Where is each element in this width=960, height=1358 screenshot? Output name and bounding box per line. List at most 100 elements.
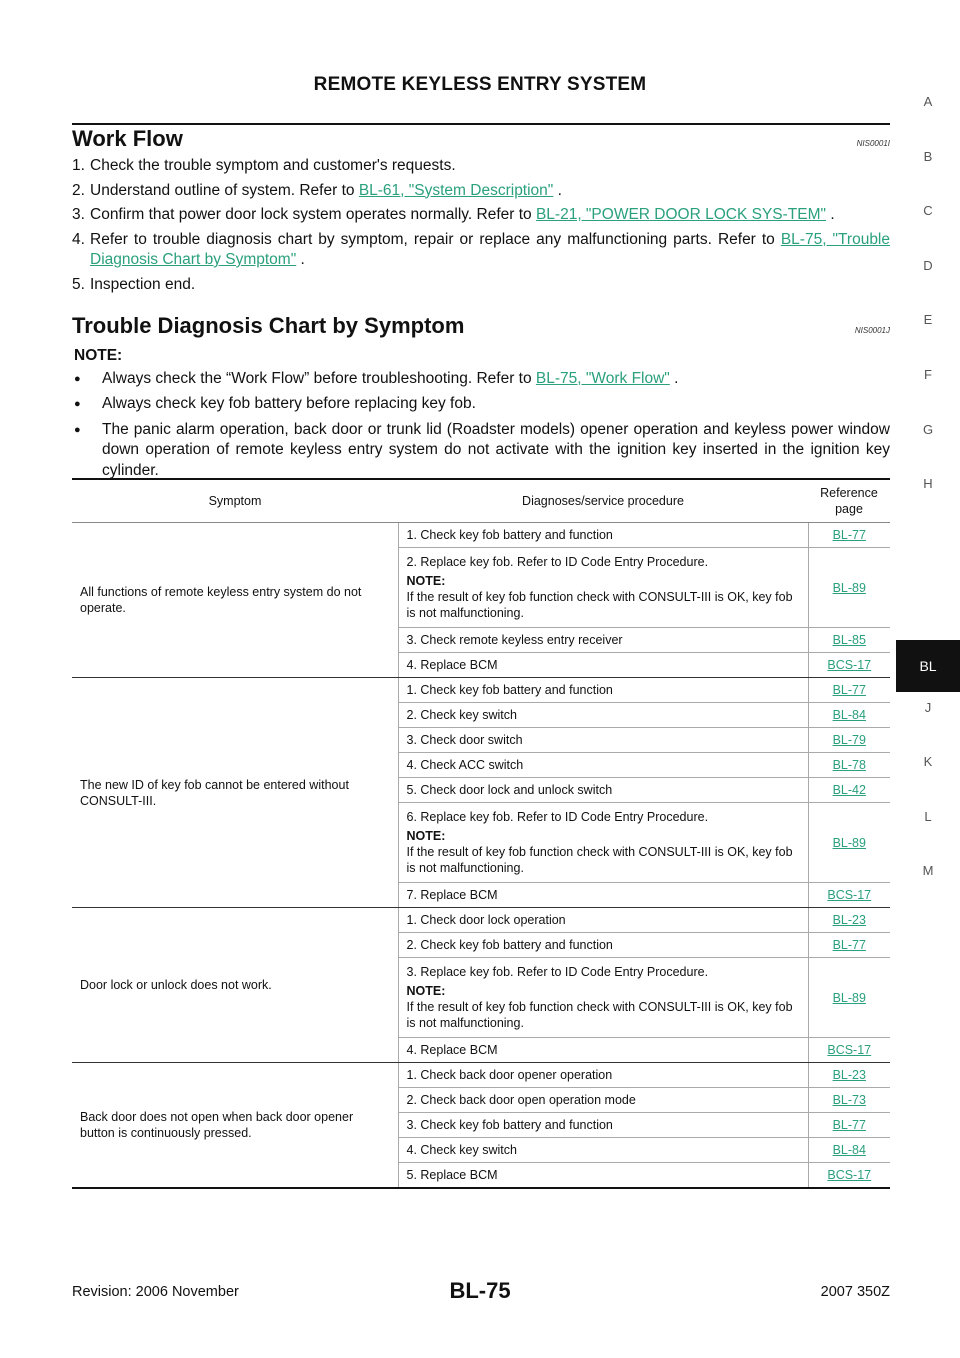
reference-link[interactable]: BL-85	[832, 633, 866, 647]
work-flow-step: 5.Inspection end.	[72, 275, 890, 296]
step-text: Inspection end.	[90, 275, 890, 296]
work-flow-header: Work Flow NIS0001I	[72, 126, 890, 152]
procedure-cell: 1. Check door lock operation	[398, 907, 809, 933]
table-row: All functions of remote keyless entry sy…	[72, 522, 890, 678]
work-flow-heading: Work Flow	[72, 126, 183, 151]
step-text-pre: Refer to trouble diagnosis chart by symp…	[90, 230, 781, 248]
procedure-text: 4. Replace BCM	[406, 658, 498, 672]
header-reference: Reference page	[808, 479, 890, 523]
reference-link[interactable]: BCS-17	[827, 658, 872, 672]
table-row: 4. Replace BCM BCS-17	[72, 652, 890, 678]
work-flow-step: 3.Confirm that power door lock system op…	[72, 205, 890, 226]
reference-link[interactable]: BL-89	[832, 990, 866, 1005]
side-tab-k[interactable]: K	[923, 754, 933, 769]
side-tab-j[interactable]: J	[924, 700, 932, 715]
reference-cell: BL-23	[808, 1062, 890, 1088]
procedure-text: 4. Replace BCM	[406, 1043, 498, 1057]
procedure-text: 6. Replace key fob. Refer to ID Code Ent…	[406, 810, 709, 824]
side-tab-bl[interactable]: BL	[896, 640, 960, 692]
procedure-cell: 2. Replace key fob. Refer to ID Code Ent…	[398, 547, 809, 628]
procedure-text: 2. Replace key fob. Refer to ID Code Ent…	[406, 555, 709, 569]
reference-cell: BL-77	[808, 522, 890, 548]
side-tab-f[interactable]: F	[924, 367, 932, 382]
bullet-text: The panic alarm operation, back door or …	[102, 420, 890, 482]
bullet-text: Always check key fob battery before repl…	[102, 394, 890, 415]
side-tab-c[interactable]: C	[923, 203, 933, 218]
reference-link[interactable]: BL-89	[832, 835, 866, 850]
procedure-cell: 3. Replace key fob. Refer to ID Code Ent…	[398, 957, 809, 1038]
table-row: 4. Replace BCM BCS-17	[72, 1037, 890, 1063]
reference-link[interactable]: BCS-17	[827, 1043, 872, 1057]
step-text: Confirm that power door lock system oper…	[90, 205, 890, 226]
procedure-cell: 4. Replace BCM	[398, 1037, 809, 1063]
reference-link[interactable]: BL-77	[832, 683, 866, 697]
reference-link[interactable]: BL-23	[832, 1068, 866, 1082]
bullet-reference-link[interactable]: BL-75, "Work Flow"	[535, 369, 670, 387]
side-tab-b[interactable]: B	[923, 149, 933, 164]
step-reference-link[interactable]: BL-21, "POWER DOOR LOCK SYS-TEM"	[535, 206, 827, 223]
table-row: 4. Check ACC switch BL-78	[72, 752, 890, 778]
procedure-text: 3. Replace key fob. Refer to ID Code Ent…	[406, 965, 709, 979]
reference-cell: BL-42	[808, 777, 890, 803]
step-text-pre: Confirm that power door lock system oper…	[90, 206, 536, 223]
step-text-pre: Understand outline of system. Refer to	[90, 181, 359, 199]
reference-link[interactable]: BL-77	[832, 938, 866, 952]
work-flow-step: 2.Understand outline of system. Refer to…	[72, 181, 890, 202]
side-tab-h[interactable]: H	[923, 476, 933, 491]
table-row: 2. Replace key fob. Refer to ID Code Ent…	[72, 547, 890, 628]
reference-link[interactable]: BL-42	[832, 783, 866, 797]
side-tab-g[interactable]: G	[922, 422, 934, 437]
step-text-post: .	[553, 181, 562, 199]
procedure-cell: 4. Check ACC switch	[398, 752, 809, 778]
reference-link[interactable]: BL-77	[832, 1118, 866, 1132]
step-reference-link[interactable]: BL-75, "Trouble Diagnosis Chart by Sympt…	[90, 230, 890, 269]
side-tab-e[interactable]: E	[923, 312, 933, 327]
note-bullets: ● Always check the “Work Flow” before tro…	[72, 369, 890, 482]
step-text-post: .	[296, 251, 305, 268]
reference-cell: BL-85	[808, 627, 890, 653]
procedure-text: 3. Check door switch	[406, 733, 523, 747]
note-bullet: ●Always check the “Work Flow” before tro…	[72, 369, 890, 390]
procedure-note-text: If the result of key fob function check …	[406, 1000, 793, 1030]
side-tab-a[interactable]: A	[923, 94, 933, 109]
procedure-cell: 5. Replace BCM	[398, 1162, 809, 1189]
procedure-note-label: NOTE:	[406, 829, 446, 843]
reference-link[interactable]: BL-84	[832, 1143, 866, 1157]
header-procedure: Diagnoses/service procedure	[398, 479, 808, 523]
procedure-text: 2. Check key switch	[406, 708, 517, 722]
procedure-text: 1. Check back door opener operation	[406, 1068, 613, 1082]
table-row: Door lock or unlock does not work.1. Che…	[72, 907, 890, 1063]
table-row: The new ID of key fob cannot be entered …	[72, 677, 890, 908]
bullet-icon: ●	[74, 398, 81, 410]
page-header-title: REMOTE KEYLESS ENTRY SYSTEM	[313, 74, 647, 95]
reference-link[interactable]: BL-77	[832, 528, 866, 542]
side-tab-d[interactable]: D	[923, 258, 933, 273]
procedure-cell: 1. Check key fob battery and function	[398, 677, 809, 703]
reference-link[interactable]: BCS-17	[827, 888, 872, 902]
step-number: 4.	[72, 230, 85, 248]
symptom-cell: Door lock or unlock does not work.	[72, 907, 399, 1063]
reference-link[interactable]: BL-89	[832, 580, 866, 595]
side-tab-l[interactable]: L	[924, 809, 932, 824]
reference-link[interactable]: BL-78	[832, 758, 866, 772]
reference-link[interactable]: BL-79	[832, 733, 866, 747]
reference-link[interactable]: BCS-17	[827, 1168, 872, 1182]
step-reference-link[interactable]: BL-61, "System Description"	[358, 181, 554, 199]
reference-link[interactable]: BL-84	[832, 708, 866, 722]
chart-section-heading: Trouble Diagnosis Chart by Symptom	[72, 313, 465, 338]
procedure-text: 1. Check key fob battery and function	[406, 528, 613, 542]
note-bullet: ●The panic alarm operation, back door or…	[72, 420, 890, 482]
reference-link[interactable]: BL-23	[832, 913, 866, 927]
side-tab-m[interactable]: M	[922, 863, 934, 878]
reference-cell: BCS-17	[808, 1037, 890, 1063]
procedure-cell: 1. Check back door opener operation	[398, 1062, 809, 1088]
bullet-text-pre: The panic alarm operation, back door or …	[102, 420, 890, 479]
procedure-cell: 4. Replace BCM	[398, 652, 809, 678]
reference-cell: BL-89	[808, 957, 890, 1038]
reference-link[interactable]: BL-73	[832, 1093, 866, 1107]
reference-cell: BL-79	[808, 727, 890, 753]
bullet-text-pre: Always check the “Work Flow” before trou…	[102, 369, 536, 387]
procedure-text: 4. Check key switch	[406, 1143, 517, 1157]
